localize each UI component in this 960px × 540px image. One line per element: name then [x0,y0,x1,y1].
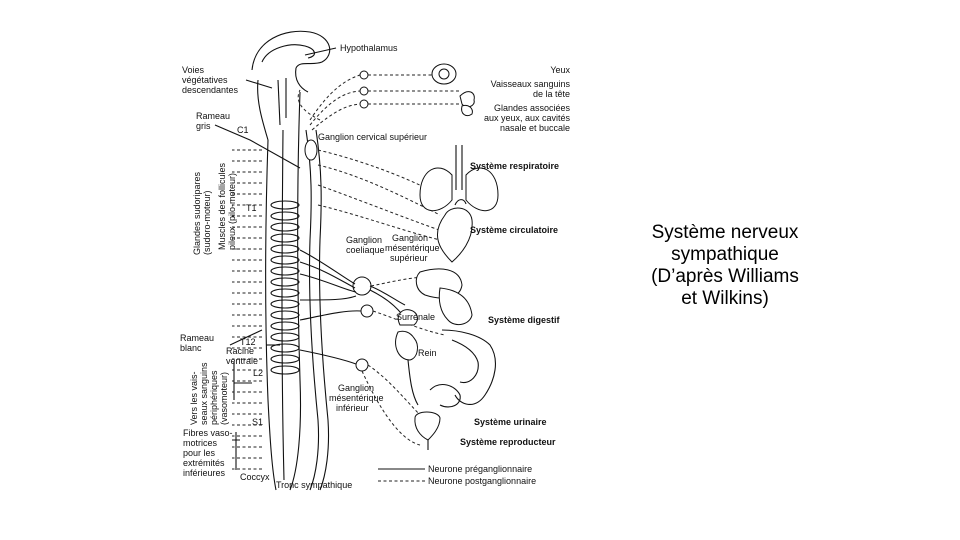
ramus-coil [270,233,300,243]
ramus-coil [270,288,300,298]
ganglia [352,70,374,372]
label-vaisseaux-peripheriques-1: Vers les vais- [189,371,199,425]
caption-line-1: Système nerveux [651,222,799,243]
label-systeme-urinaire: Système urinaire [474,417,547,427]
caption-line-4: et Wilkins) [681,288,769,309]
label-s1: S1 [252,417,263,427]
label-glandes-sudoripares-2: (sudoro-moteur) [202,190,212,255]
label-ganglion-mes-sup-2: mésentérique [385,243,440,253]
legend-postganglionic-label: Neurone postganglionnaire [428,476,536,486]
label-ganglion-mes-inf-2: mésentérique [329,393,384,403]
label-vaisseaux-peripheriques-4: (vasomoteur) [219,372,229,425]
ramus-coil [270,310,300,320]
label-glandes-associees-2: aux yeux, aux cavités [484,113,571,123]
label-l2: L2 [253,368,263,378]
legend: Neurone préganglionnaire Neurone postgan… [378,464,536,486]
slide-caption: Système nerveux sympathique (D’après Wil… [625,222,825,310]
label-pointers [214,47,337,470]
label-fibres-2: motrices [183,438,218,448]
label-ganglion-mes-inf-1: Ganglion [338,383,374,393]
label-rein: Rein [418,348,437,358]
label-ganglion-mes-inf-3: inférieur [336,403,369,413]
ramus-coil [270,266,300,276]
label-tronc-sympathique: Tronc sympathique [276,480,352,490]
legend-preganglionic-label: Neurone préganglionnaire [428,464,532,474]
ramus-coil [270,222,300,232]
ramus-coil [270,343,300,353]
ramus-coil [270,321,300,331]
label-fibres-1: Fibres vaso- [183,428,233,438]
preganglionic-lines [299,249,411,365]
label-yeux: Yeux [550,65,570,75]
head-glands-illustration [459,91,475,117]
label-vaisseaux-tete-2: de la tête [533,89,570,99]
lungs-illustration [419,145,499,212]
label-vaisseaux-peripheriques-3: périphériques [209,370,219,425]
label-systeme-respiratoire: Système respiratoire [470,161,559,171]
label-surrenale: Surrénale [396,312,435,322]
ramus-coil [270,200,300,210]
kidney-illustration [395,309,419,406]
sympathetic-chain [304,129,330,491]
eye-illustration [431,63,457,85]
postganglionic-organ-lines [297,74,462,446]
label-rameau-blanc-2: blanc [180,343,202,353]
label-voies-3: descendantes [182,85,239,95]
ramus-coil [270,211,300,221]
label-glandes-associees-3: nasale et buccale [500,123,570,133]
label-fibres-3: pour les [183,448,216,458]
caption-line-3: (D’après Williams [651,266,799,287]
label-vaisseaux-tete-1: Vaisseaux sanguins [491,79,571,89]
ramus-coil [270,332,300,342]
rami-coils [270,200,300,375]
label-rameau-gris-1: Rameau [196,111,230,121]
label-t1: T1 [246,203,257,213]
label-racine-ventrale-2: ventrale [226,356,258,366]
ramus-coil [270,299,300,309]
ganglion-mesenterique-inferieur-marker [355,358,369,372]
label-racine-ventrale-1: Racine [226,346,254,356]
brain-illustration [251,30,331,141]
spinal-cord-illustration [265,78,302,491]
caption-line-2: sympathique [671,244,779,265]
label-coccyx: Coccyx [240,472,270,482]
ramus-coil [270,365,300,375]
bladder-illustration [414,411,441,450]
label-systeme-digestif: Système digestif [488,315,561,325]
label-c1: C1 [237,125,249,135]
label-glandes-associees-1: Glandes associées [494,103,571,113]
label-rameau-blanc-1: Rameau [180,333,214,343]
label-ganglion-coeliaque-2: coeliaque [346,245,385,255]
ramus-coil [270,244,300,254]
label-systeme-circulatoire: Système circulatoire [470,225,558,235]
label-t12: T12 [240,337,256,347]
label-vaisseaux-peripheriques-2: seaux sanguins [199,362,209,425]
label-ganglion-coeliaque-1: Ganglion [346,235,382,245]
digestive-illustration [415,268,496,408]
label-systeme-reproducteur: Système reproducteur [460,437,556,447]
label-fibres-4: extrémités [183,458,225,468]
label-ganglion-cervical: Ganglion cervical supérieur [318,132,427,142]
label-voies-1: Voies [182,65,205,75]
ramus-coil [270,354,300,364]
ganglion-mesenterique-superieur-marker [360,304,374,318]
label-voies-2: végétatives [182,75,228,85]
labels: Hypothalamus Voies végétatives descendan… [180,43,571,490]
label-rameau-gris-2: gris [196,121,211,131]
label-fibres-5: inférieures [183,468,226,478]
label-glandes-sudoripares-1: Glandes sudoripares [192,171,202,255]
ramus-coil [270,277,300,287]
heart-illustration [436,199,473,263]
label-muscles-follicules-2: pileux (pilo-moteur) [227,173,237,250]
ramus-coil [270,255,300,265]
left-postganglionic-fibres [232,149,262,470]
label-ganglion-mes-sup-1: Ganglion [392,233,428,243]
label-hypothalamus: Hypothalamus [340,43,398,53]
label-ganglion-mes-sup-3: supérieur [390,253,428,263]
label-muscles-follicules-1: Muscles des follicules [217,162,227,250]
